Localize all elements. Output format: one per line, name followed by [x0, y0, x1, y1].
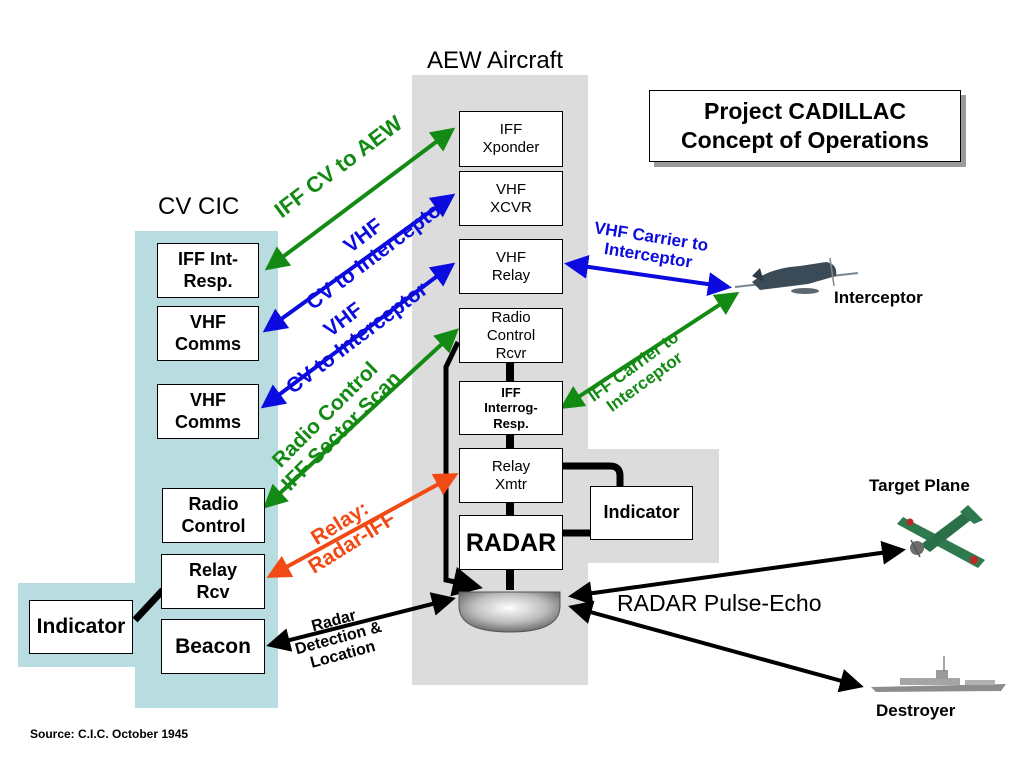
cic-relay-rcv-box: Relay Rcv — [161, 554, 265, 609]
arrow-iff-carrier — [559, 291, 740, 410]
cv-cic-heading: CV CIC — [158, 193, 240, 220]
radar-dish-icon — [458, 591, 561, 633]
label-radar-pulse-echo: RADAR Pulse-Echo — [617, 590, 822, 616]
cic-indicator-link — [132, 587, 166, 623]
source-caption: Source: C.I.C. October 1945 — [30, 727, 189, 741]
cic-vhf-comms-box-2: VHF Comms — [157, 384, 259, 439]
aew-vhf-xcvr-box: VHF XCVR — [459, 171, 563, 226]
destroyer-icon — [871, 656, 1006, 692]
aew-radio-control-rcvr-box: Radio Control Rcvr — [459, 308, 563, 363]
aew-relay-xmtr-box: Relay Xmtr — [459, 448, 563, 503]
aew-radar-box: RADAR — [459, 515, 563, 570]
arrow-radar-detection — [266, 592, 456, 652]
arrow-vhf-carrier — [564, 254, 732, 297]
aew-aircraft-heading: AEW Aircraft — [427, 47, 564, 74]
cic-indicator-box: Indicator — [29, 600, 133, 654]
interceptor-label: Interceptor — [834, 288, 923, 307]
aew-iff-interrog-resp-box: IFF Interrog- Resp. — [459, 381, 563, 435]
aew-iff-xponder-box: IFF Xponder — [459, 111, 563, 167]
cic-iff-int-resp-box: IFF Int- Resp. — [157, 243, 259, 298]
bus-relay-indicator — [563, 462, 624, 487]
interceptor-plane-icon — [734, 257, 859, 294]
title-line-2: Concept of Operations — [681, 127, 929, 153]
cic-vhf-comms-box-1: VHF Comms — [157, 306, 259, 361]
target-plane-label: Target Plane — [869, 476, 970, 495]
diagram-title: Project CADILLAC Concept of Operations — [649, 90, 961, 162]
arrow-relay-radar-iff — [266, 473, 459, 578]
title-line-1: Project CADILLAC — [704, 98, 906, 125]
arrow-radar-destroyer — [568, 600, 864, 693]
target-plane-icon — [897, 505, 985, 568]
destroyer-label: Destroyer — [876, 701, 956, 720]
cic-beacon-box: Beacon — [161, 619, 265, 674]
aew-vhf-relay-box: VHF Relay — [459, 239, 563, 294]
aew-indicator-box: Indicator — [590, 486, 693, 540]
cic-radio-control-box: Radio Control — [162, 488, 265, 543]
arrow-radar-target-plane — [568, 540, 906, 606]
